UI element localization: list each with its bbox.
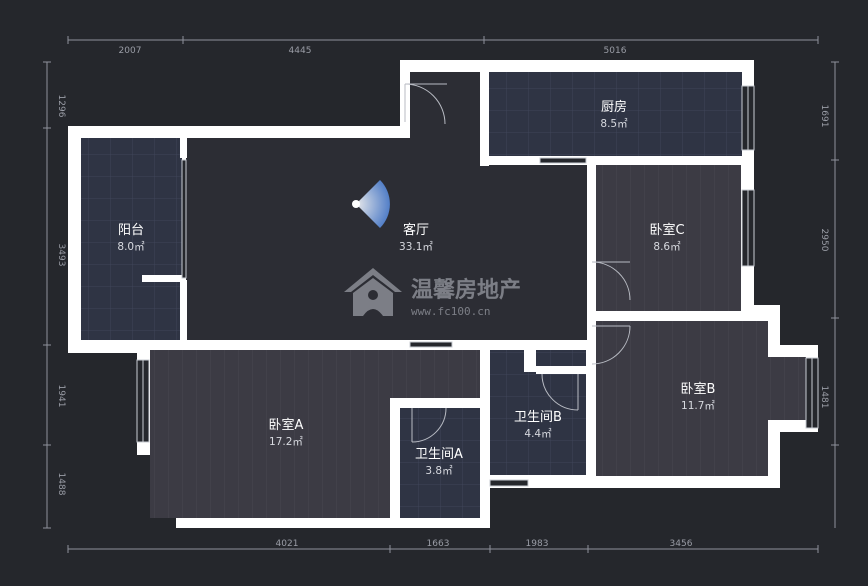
bedroom-b-name: 卧室B [681, 381, 716, 397]
dim-right-3: 1481 [819, 386, 829, 409]
entrance-door [404, 83, 447, 125]
bedroom-c-door [591, 261, 631, 301]
dim-bottom-2: 1663 [427, 539, 450, 549]
watermark-brand: 温馨房地产 [411, 277, 521, 303]
balcony-name: 阳台 [118, 223, 144, 238]
interior-walls [137, 68, 779, 528]
kitchen-name: 厨房 [601, 99, 627, 115]
room-labels: 阳台 8.0㎡ 客厅 33.1㎡ 厨房 8.5㎡ 卧室C 8.6㎡ 卧室B 11… [117, 99, 715, 477]
balcony-area: 8.0㎡ [117, 241, 145, 253]
dim-left-1: 1296 [56, 95, 66, 118]
bath-a-area: 3.8㎡ [425, 465, 453, 477]
dimension-labels: 2007 4445 5016 4021 1663 1983 3456 1296 … [56, 46, 829, 549]
bedroom-b-door [591, 325, 631, 365]
house-logo-icon [344, 268, 402, 316]
dim-top-2: 4445 [289, 46, 312, 56]
watermark-url: www.fc100.cn [411, 305, 490, 318]
dimension-lines [43, 36, 839, 553]
dim-top-1: 2007 [119, 46, 142, 56]
bedroom-b-area: 11.7㎡ [681, 400, 715, 412]
bath-b-door [541, 373, 579, 411]
dim-left-3: 1941 [56, 385, 66, 408]
dim-top-3: 5016 [604, 46, 627, 56]
bath-b-area: 4.4㎡ [524, 428, 552, 440]
kitchen-area: 8.5㎡ [600, 118, 628, 130]
living-area: 33.1㎡ [399, 241, 433, 253]
bath-a-door [411, 407, 447, 443]
balcony-floor [81, 138, 182, 340]
dim-right-2: 2950 [819, 229, 829, 252]
bath-a-name: 卫生间A [415, 447, 463, 462]
bath-a-floor [400, 408, 480, 518]
dim-right-1: 1691 [819, 105, 829, 128]
bedroom-a-name: 卧室A [269, 417, 304, 433]
bedroom-c-floor [596, 165, 741, 311]
dim-bottom-4: 3456 [670, 539, 693, 549]
dim-left-4: 1488 [56, 473, 66, 496]
dim-bottom-3: 1983 [526, 539, 549, 549]
bedroom-c-name: 卧室C [649, 222, 684, 238]
view-direction-icon [352, 180, 390, 228]
kitchen-floor [489, 72, 742, 156]
dim-bottom-1: 4021 [276, 539, 299, 549]
doors [404, 83, 631, 443]
bedroom-c-area: 8.6㎡ [653, 241, 681, 253]
watermark: 温馨房地产 www.fc100.cn [344, 268, 521, 318]
bedroom-b-floor [596, 321, 806, 476]
dim-left-2: 3493 [56, 244, 66, 267]
living-name: 客厅 [403, 222, 429, 238]
bedroom-a-area: 17.2㎡ [269, 436, 303, 448]
windows [136, 85, 819, 487]
bath-b-name: 卫生间B [514, 410, 562, 425]
